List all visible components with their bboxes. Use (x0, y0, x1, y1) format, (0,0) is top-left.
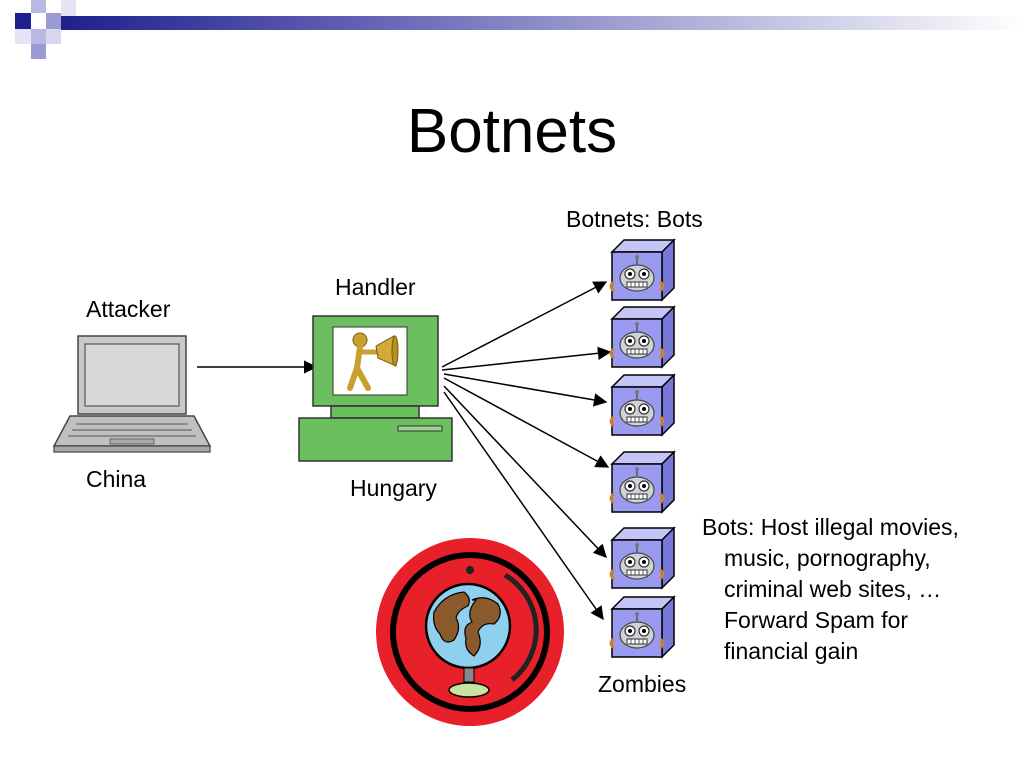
bots-description: Bots: Host illegal movies, music, pornog… (702, 512, 1002, 667)
robot-cube-icon (609, 526, 676, 590)
hungary-label: Hungary (350, 475, 437, 501)
attacker-label: Attacker (86, 296, 171, 322)
bots-description-line: criminal web sites, … (724, 576, 942, 602)
bots-description-line: music, pornography, (724, 545, 931, 571)
robot-cube-icon (609, 450, 676, 514)
robot-cube-icon (609, 595, 676, 659)
handler-label: Handler (335, 274, 416, 300)
botnets-bots-label: Botnets: Bots (566, 206, 703, 232)
robot-cube-icon (609, 238, 676, 302)
desktop-computer-icon (298, 315, 453, 462)
china-label: China (86, 466, 147, 492)
bots-description-line: Forward Spam for (724, 607, 909, 633)
header-decoration (15, 0, 1024, 59)
bots-description-line: financial gain (724, 638, 859, 664)
robot-cube-icon (609, 305, 676, 369)
laptop-icon (52, 335, 212, 453)
robot-cube-icon (609, 373, 676, 437)
bots-description-line: Bots: Host illegal movies, (702, 514, 959, 540)
globe-icon (376, 538, 564, 726)
megaphone-figure-icon (347, 332, 399, 391)
slide-title: Botnets (406, 97, 618, 166)
handler-to-bots-arrows (441, 281, 612, 621)
zombies-label: Zombies (598, 671, 687, 697)
